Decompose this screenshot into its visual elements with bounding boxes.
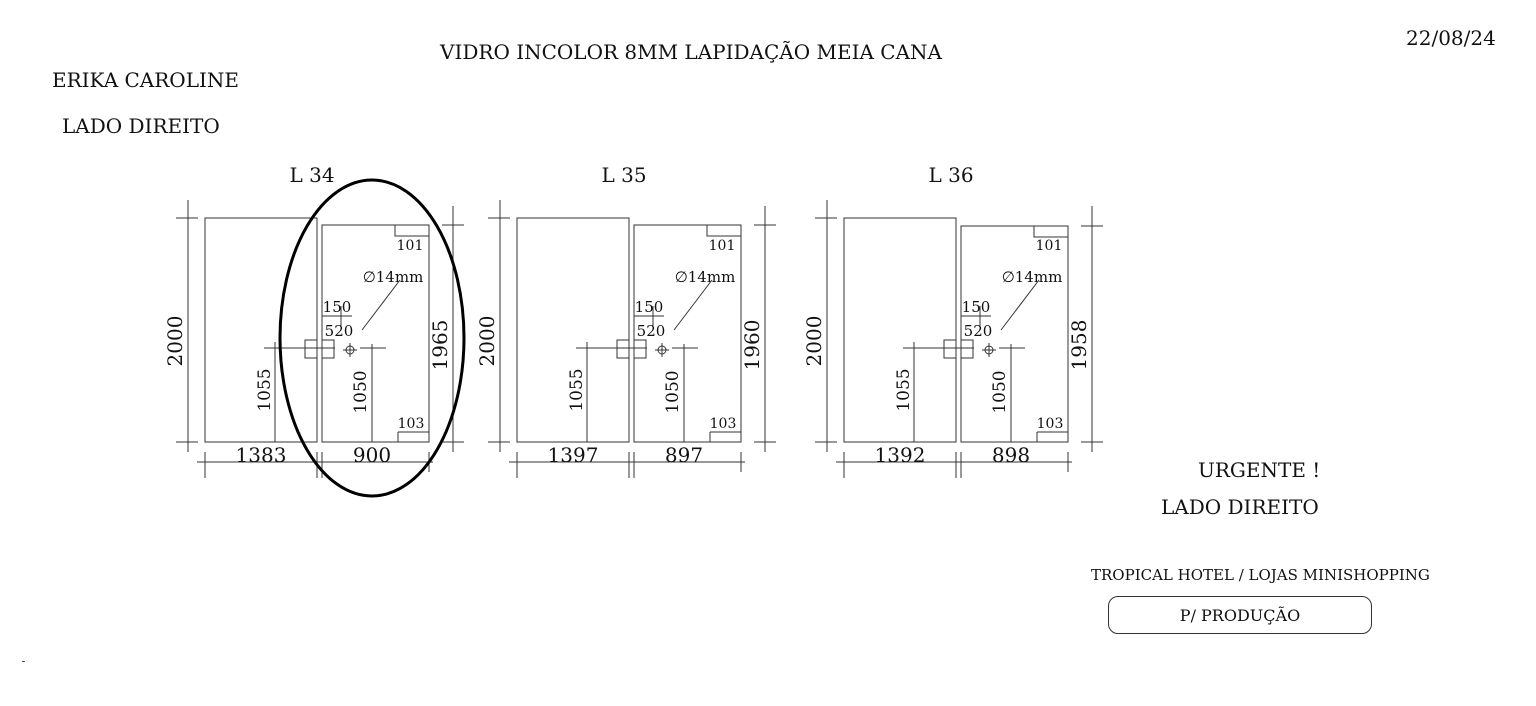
hinge-bottom-label: 103: [398, 416, 425, 432]
hinge-top-label: 101: [397, 238, 424, 254]
fixed-glass: [204, 217, 318, 443]
height-fixed-label: 2000: [475, 316, 499, 367]
width-fixed-label: 1397: [548, 443, 599, 467]
production-stamp: P/ PRODUÇÃO: [1108, 596, 1372, 634]
footer-side-label: LADO DIREITO: [1161, 495, 1319, 519]
lock-door: [321, 339, 335, 359]
hinge-top-label: 101: [1036, 238, 1063, 254]
handle-fixed-label: 1055: [255, 368, 275, 411]
dim-520-label: 520: [325, 322, 354, 340]
door-glass: [633, 224, 742, 443]
panel-l36: L 36 2000 1958 1392 898 101 103 ∅14mm 150 520 1055…: [802, 163, 1103, 478]
dim-520-label: 520: [637, 322, 666, 340]
lock-door: [633, 339, 647, 359]
hinge-bottom-label: 103: [1037, 416, 1064, 432]
width-door-label: 898: [992, 443, 1030, 467]
panel-l34: L 34 2000 1965 1383 900 101 103 ∅14mm 150 520 1055…: [163, 163, 464, 478]
height-door-label: 1960: [740, 320, 764, 371]
hole-diameter-label: ∅14mm: [363, 268, 424, 286]
handle-door-label: 1050: [351, 370, 371, 413]
dim-150-label: 150: [962, 298, 991, 316]
date: 22/08/24: [1406, 26, 1496, 50]
hole-diameter-label: ∅14mm: [1002, 268, 1063, 286]
lock-fixed: [943, 339, 957, 359]
panel-label: L 34: [289, 163, 334, 187]
hinge-top: [1033, 225, 1069, 238]
dim-150-label: 150: [635, 298, 664, 316]
fixed-glass: [516, 217, 630, 443]
height-door-label: 1965: [428, 320, 452, 371]
panel-label: L 35: [601, 163, 646, 187]
panel-l35: L 35 2000 1960 1397 897 101 103 ∅14mm 150 520 1055…: [475, 163, 776, 478]
hinge-bottom-label: 103: [710, 416, 737, 432]
width-door-label: 900: [353, 443, 391, 467]
handle-fixed-label: 1055: [567, 368, 587, 411]
glass-spec: VIDRO INCOLOR 8MM LAPIDAÇÃO MEIA CANA: [440, 40, 942, 64]
height-door-label: 1958: [1067, 320, 1091, 371]
project-name: TROPICAL HOTEL / LOJAS MINISHOPPING: [1091, 566, 1430, 584]
door-glass: [960, 225, 1069, 443]
dim-520-label: 520: [964, 322, 993, 340]
height-fixed-label: 2000: [163, 316, 187, 367]
client-name: ERIKA CAROLINE: [52, 68, 239, 92]
handle-door-label: 1050: [990, 370, 1010, 413]
highlight-ellipse: [278, 178, 466, 498]
hole-leader: [673, 279, 713, 331]
hinge-top: [394, 224, 430, 237]
fixed-glass: [843, 217, 957, 443]
lock-door: [960, 339, 974, 359]
width-door-label: 897: [665, 443, 703, 467]
handle-door-label: 1050: [663, 370, 683, 413]
lock-fixed: [616, 339, 630, 359]
production-stamp-label: P/ PRODUÇÃO: [1179, 605, 1301, 625]
hinge-top: [706, 224, 742, 237]
hole-leader: [1000, 279, 1040, 331]
panel-label: L 36: [928, 163, 973, 187]
hinge-top-label: 101: [709, 238, 736, 254]
speck: [22, 661, 25, 662]
handle-fixed-label: 1055: [894, 368, 914, 411]
hole-leader: [361, 279, 401, 331]
urgent-label: URGENTE !: [1198, 458, 1321, 482]
lock-fixed: [304, 339, 318, 359]
door-glass: [321, 224, 430, 443]
width-fixed-label: 1383: [236, 443, 287, 467]
width-fixed-label: 1392: [875, 443, 926, 467]
height-fixed-label: 2000: [802, 316, 826, 367]
side-label: LADO DIREITO: [62, 114, 220, 138]
dim-150-label: 150: [323, 298, 352, 316]
hole-diameter-label: ∅14mm: [675, 268, 736, 286]
